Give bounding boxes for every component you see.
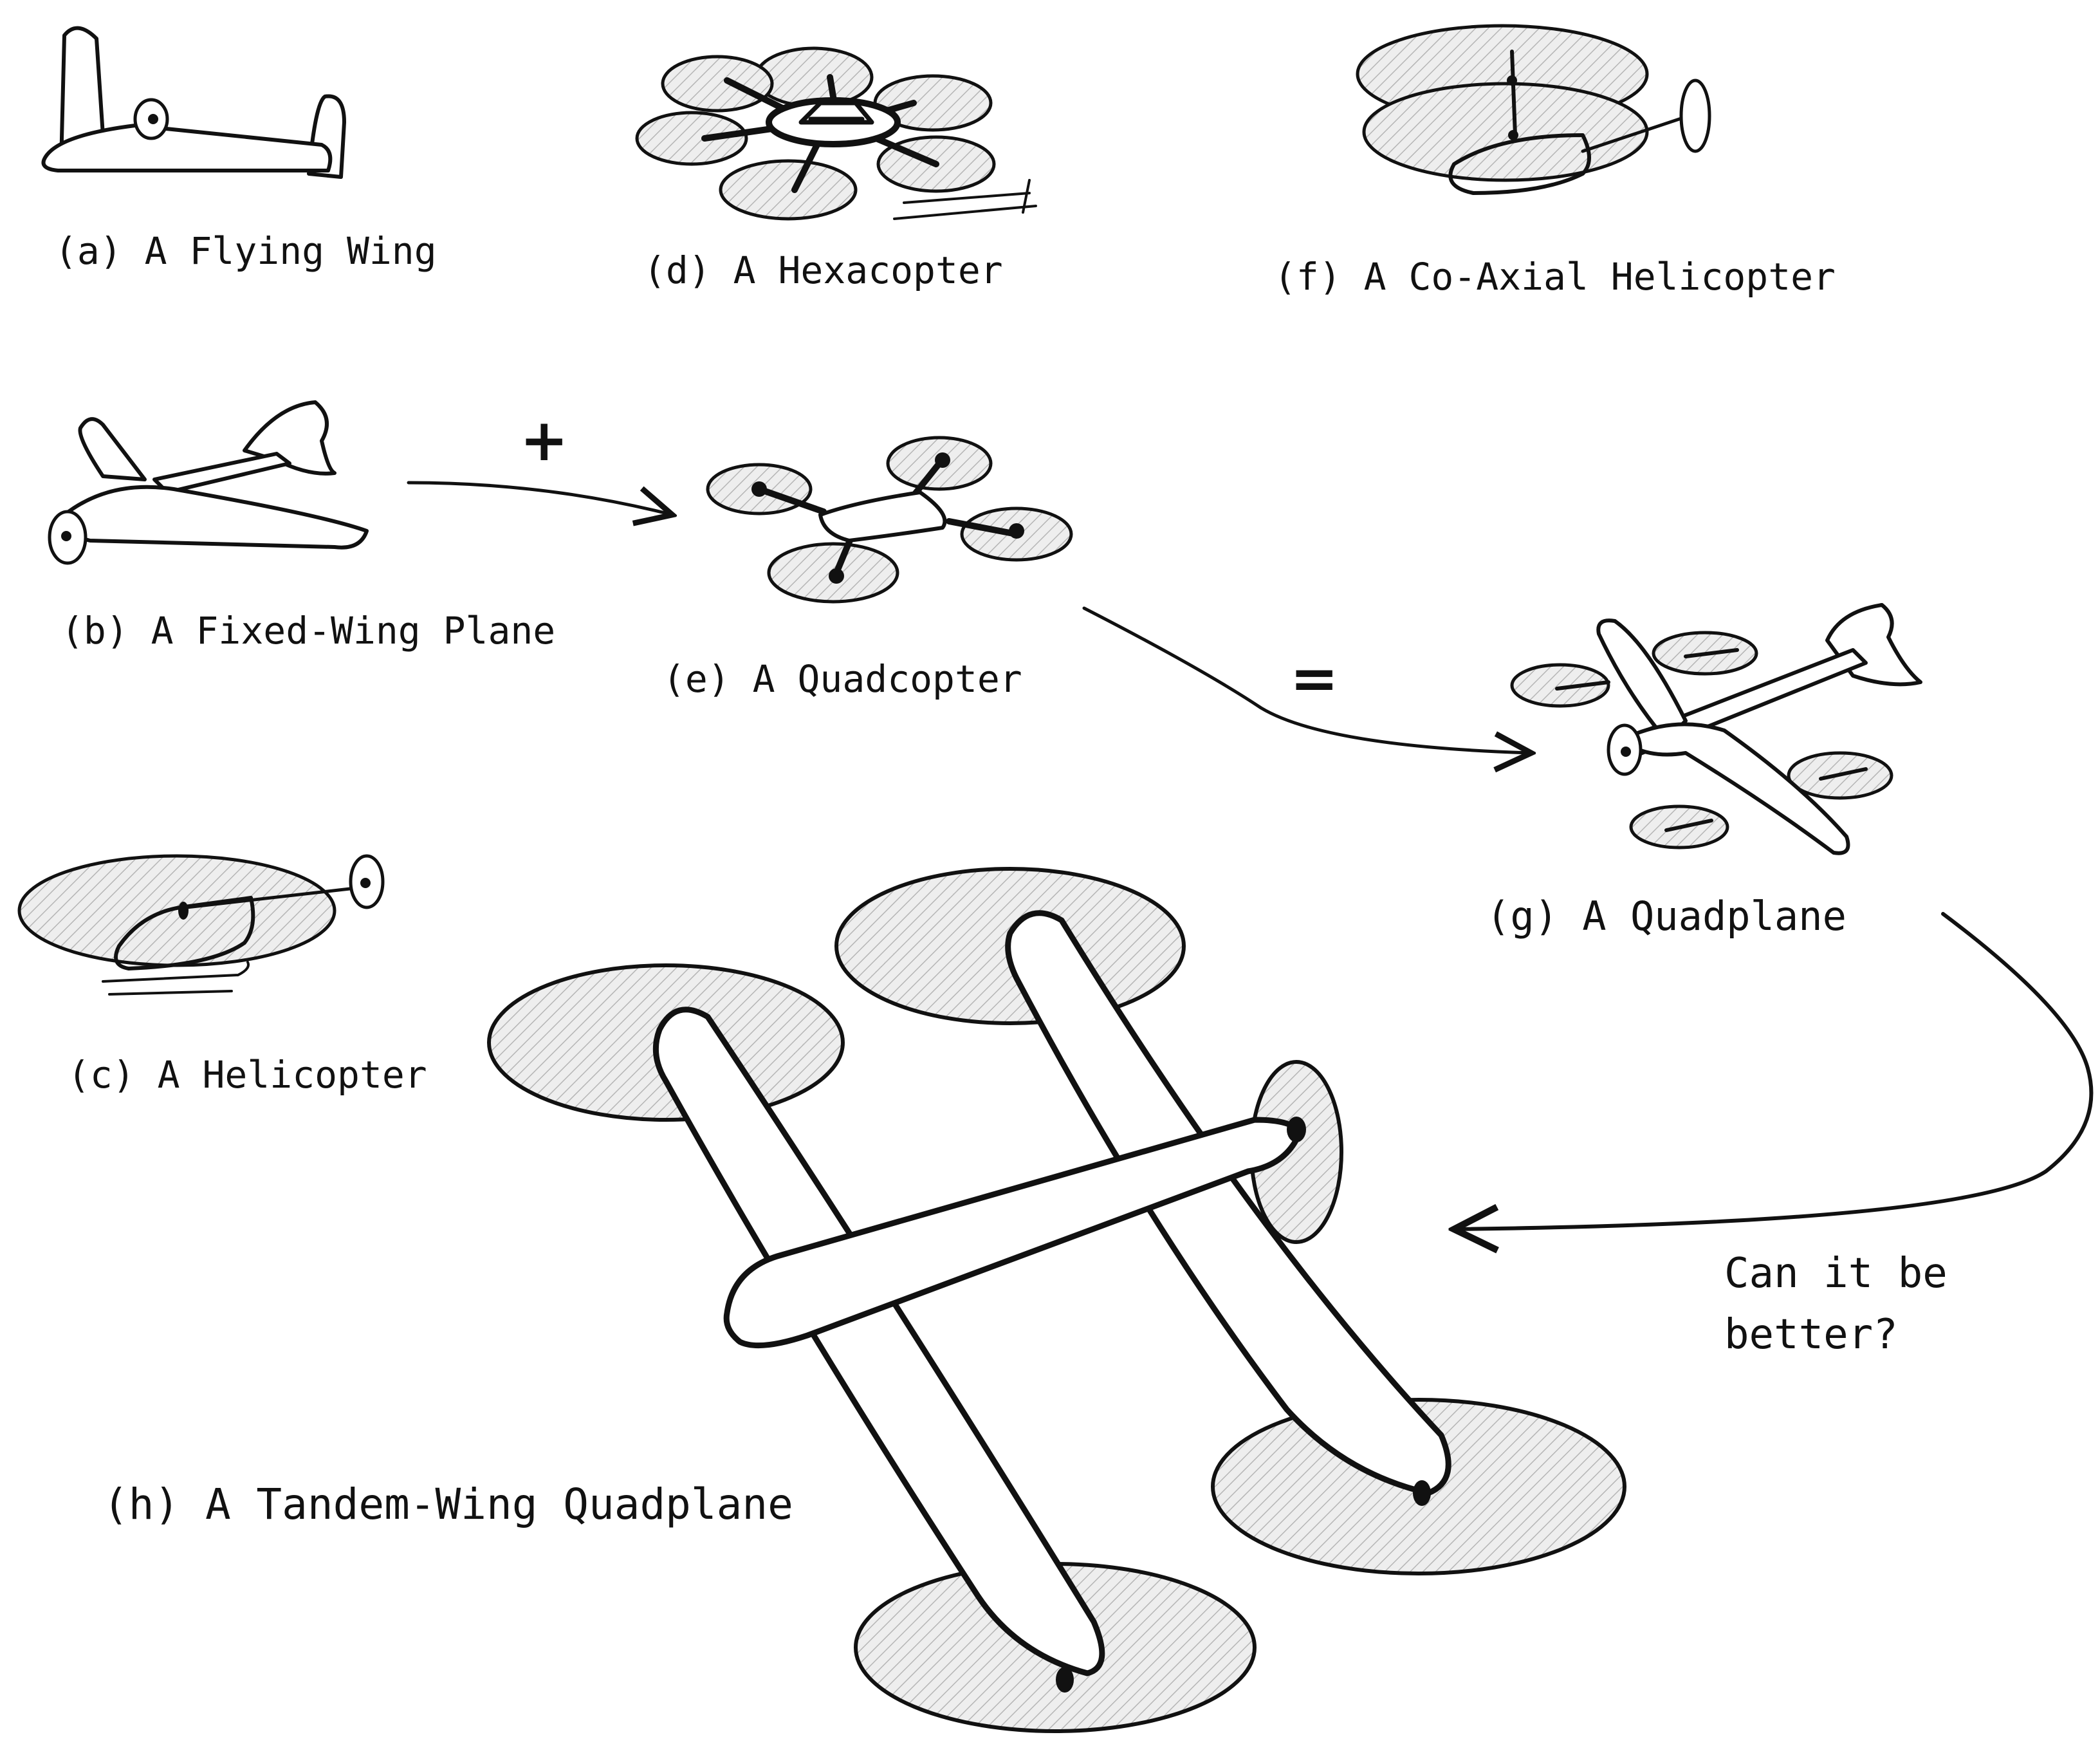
quadcopter-sketch: [706, 436, 1073, 604]
label-flying-wing: (a) A Flying Wing: [55, 229, 437, 273]
label-tandem-wing-quadplane: (h) A Tandem-Wing Quadplane: [103, 1480, 793, 1529]
arrow-better: [1454, 912, 2094, 1229]
helicopter-sketch: [17, 854, 385, 996]
label-hexacopter: (d) A Hexacopter: [643, 248, 1003, 292]
hexacopter-sketch: [635, 46, 996, 221]
label-coaxial-helicopter: (f) A Co-Axial Helicopter: [1274, 255, 1836, 299]
tandem-wing-quadplane-sketch: [487, 867, 1626, 1733]
quadplane-sketch: [1510, 603, 1922, 855]
flying-wing-sketch: [41, 26, 346, 179]
arrow-plus: [407, 481, 672, 515]
fixed-wing-sketch: [48, 400, 369, 565]
question-line-2: better?: [1724, 1311, 1898, 1359]
plus-sign: +: [520, 407, 568, 474]
coaxial-helicopter-sketch: [893, 24, 1711, 220]
arrow-equals: [1082, 606, 1531, 753]
equals-sign: =: [1290, 645, 1338, 712]
question-line-1: Can it be: [1724, 1250, 1948, 1297]
label-quadcopter: (e) A Quadcopter: [663, 657, 1022, 701]
label-fixed-wing: (b) A Fixed-Wing Plane: [61, 609, 555, 653]
label-quadplane: (g) A Quadplane: [1486, 893, 1847, 940]
label-helicopter: (c) A Helicopter: [68, 1053, 427, 1097]
